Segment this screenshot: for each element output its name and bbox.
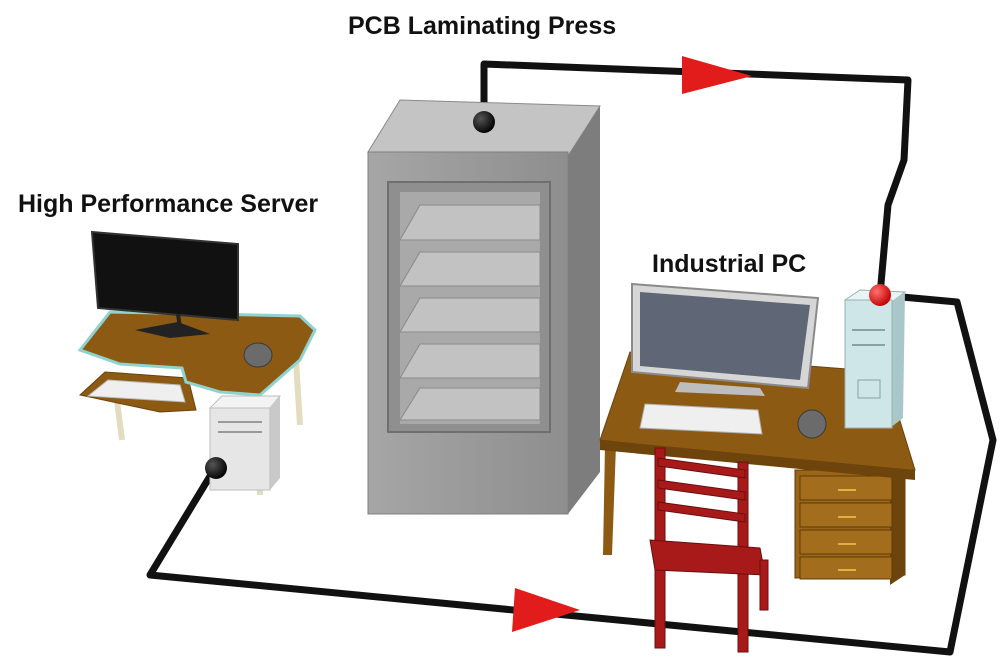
pc-chair — [649, 447, 769, 653]
server-keyboard — [86, 379, 186, 403]
cabinet-shelves — [399, 204, 541, 421]
cable-pc-to-server — [146, 291, 997, 656]
server-connection-node — [205, 457, 227, 479]
server-workstation — [77, 230, 317, 496]
laminating-press-cabinet — [367, 99, 601, 515]
press-connection-node — [473, 111, 495, 133]
pc-monitor — [631, 282, 820, 396]
flow-arrow-top — [682, 56, 752, 94]
cable-press-to-pc — [480, 60, 912, 299]
flow-arrow-bottom — [512, 588, 580, 632]
server-label: High Performance Server — [18, 190, 319, 218]
server-monitor — [90, 230, 239, 338]
pc-label: Industrial PC — [652, 250, 807, 278]
pc-desk-drawers — [794, 460, 906, 585]
pc-tower — [843, 289, 907, 429]
industrial-pc-workstation — [599, 282, 916, 653]
pc-mouse — [797, 409, 827, 439]
pc-connection-node — [869, 284, 891, 306]
pc-keyboard — [639, 403, 763, 435]
press-label: PCB Laminating Press — [348, 12, 617, 40]
network-cable — [146, 60, 997, 656]
server-mouse — [243, 342, 273, 368]
